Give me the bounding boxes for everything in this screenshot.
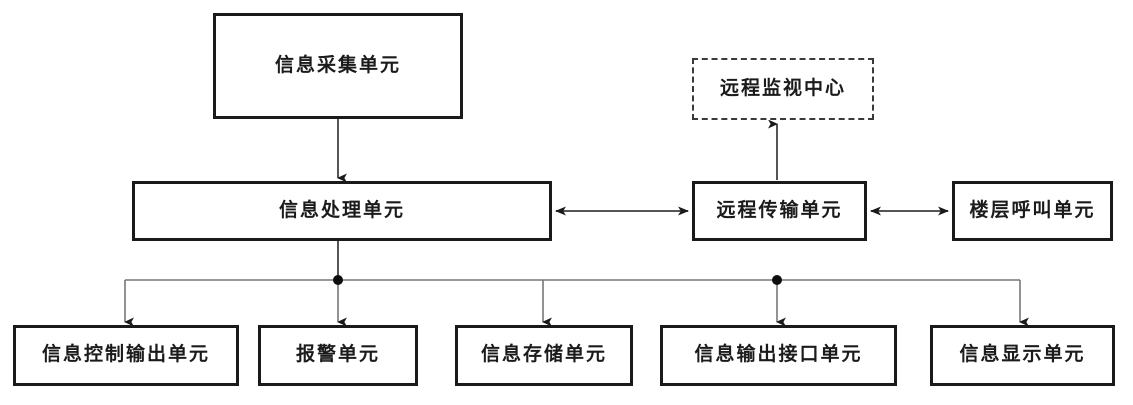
node-alarm-unit[interactable]: 报警单元 — [258, 325, 418, 386]
node-label-display-unit: 信息显示单元 — [959, 344, 1086, 366]
node-remote-transmission-unit[interactable]: 远程传输单元 — [692, 181, 867, 241]
node-label-control-output-unit: 信息控制输出单元 — [41, 344, 210, 366]
node-storage-unit[interactable]: 信息存储单元 — [455, 325, 633, 386]
node-label-processing-unit: 信息处理单元 — [278, 199, 405, 221]
node-remote-monitoring-center[interactable]: 远程监视中心 — [692, 58, 874, 120]
node-label-output-interface-unit: 信息输出接口单元 — [694, 344, 863, 366]
node-floor-call-unit[interactable]: 楼层呼叫单元 — [952, 181, 1113, 241]
node-label-alarm-unit: 报警单元 — [295, 344, 380, 366]
junction-dot-right — [772, 275, 782, 285]
node-control-output-unit[interactable]: 信息控制输出单元 — [13, 325, 239, 386]
node-label-floor-call-unit: 楼层呼叫单元 — [969, 199, 1096, 221]
node-processing-unit[interactable]: 信息处理单元 — [132, 181, 552, 241]
node-label-storage-unit: 信息存储单元 — [480, 344, 607, 366]
node-output-interface-unit[interactable]: 信息输出接口单元 — [660, 325, 897, 386]
node-label-collection-unit: 信息采集单元 — [274, 54, 401, 76]
node-label-remote-monitoring-center: 远程监视中心 — [719, 77, 846, 99]
node-collection-unit[interactable]: 信息采集单元 — [213, 13, 463, 119]
node-label-remote-transmission-unit: 远程传输单元 — [716, 199, 843, 221]
junction-dot-left — [333, 275, 343, 285]
node-display-unit[interactable]: 信息显示单元 — [930, 325, 1115, 386]
